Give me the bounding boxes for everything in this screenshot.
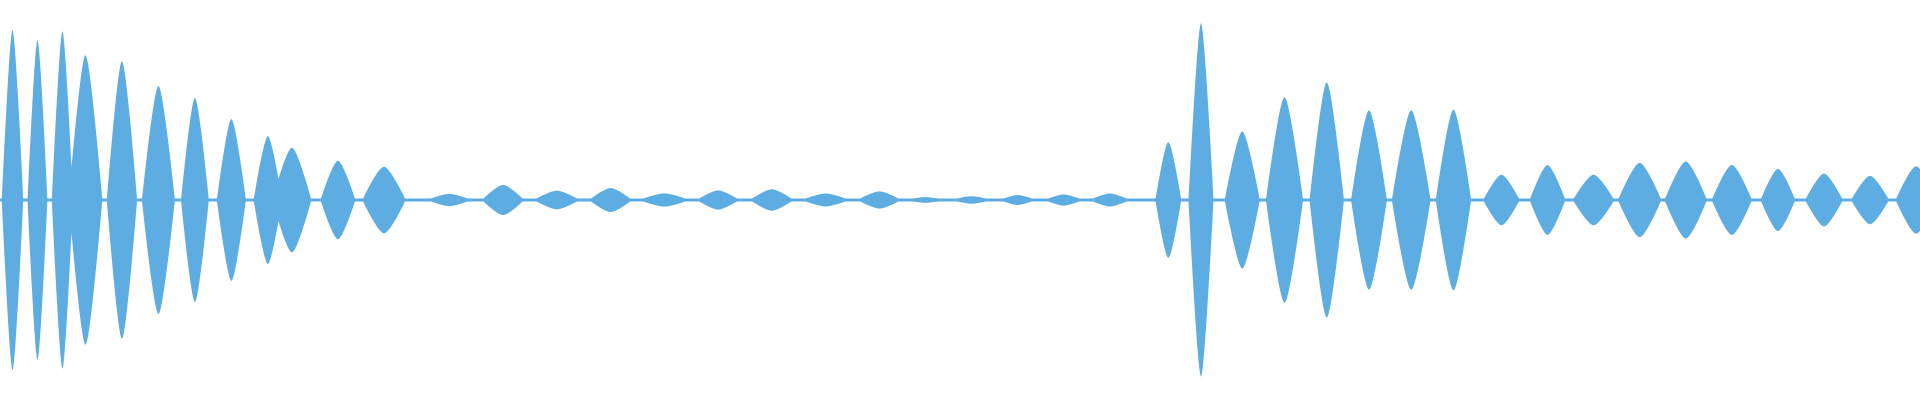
waveform-lobe xyxy=(1391,110,1431,290)
waveform-lobe xyxy=(903,197,947,203)
waveform-lobe xyxy=(1850,175,1890,225)
waveform-lobe xyxy=(362,166,406,234)
waveform-lobe xyxy=(27,40,48,360)
waveform-lobe xyxy=(216,119,246,281)
waveform-lobe xyxy=(106,61,138,339)
waveform-lobe xyxy=(857,191,902,209)
waveform-lobe xyxy=(749,189,794,211)
waveform-lobe xyxy=(1224,131,1260,269)
waveform-lobe xyxy=(1155,142,1182,258)
waveform-lobe xyxy=(1572,174,1615,226)
waveform-lobe xyxy=(1483,174,1520,226)
waveform-lobe xyxy=(141,86,175,314)
waveform-lobes xyxy=(0,23,1920,377)
waveform-lobe xyxy=(1044,194,1083,206)
waveform-lobe xyxy=(801,193,850,207)
waveform-lobe xyxy=(51,31,74,369)
waveform-lobe xyxy=(1309,82,1344,318)
waveform-lobe xyxy=(950,196,993,204)
waveform-lobe xyxy=(638,193,690,207)
waveform-lobe xyxy=(999,195,1036,205)
waveform-lobe xyxy=(696,190,740,210)
waveform-lobe xyxy=(1664,161,1708,239)
waveform-lobe xyxy=(1188,23,1214,377)
waveform-lobe xyxy=(1617,162,1662,238)
waveform-lobe xyxy=(1265,97,1304,303)
waveform-lobe xyxy=(180,98,209,302)
waveform-lobe xyxy=(320,160,356,240)
waveform-lobe xyxy=(1805,173,1843,227)
waveform-lobe xyxy=(1351,110,1387,290)
waveform-lobe xyxy=(533,190,580,210)
waveform-lobe xyxy=(1435,109,1472,291)
waveform-lobe xyxy=(1089,193,1131,207)
waveform-lobe xyxy=(1529,165,1566,235)
waveform-lobe xyxy=(1895,166,1920,234)
waveform-lobe xyxy=(68,55,103,345)
waveform-lobe xyxy=(1711,165,1753,235)
waveform-lobe xyxy=(426,193,472,207)
waveform-lobe xyxy=(253,136,283,264)
waveform-lobe xyxy=(481,184,525,216)
waveform-lobe xyxy=(1760,168,1796,232)
waveform-lobe xyxy=(1,30,24,370)
waveform-lobe xyxy=(588,187,633,213)
waveform-lobe xyxy=(272,147,312,253)
